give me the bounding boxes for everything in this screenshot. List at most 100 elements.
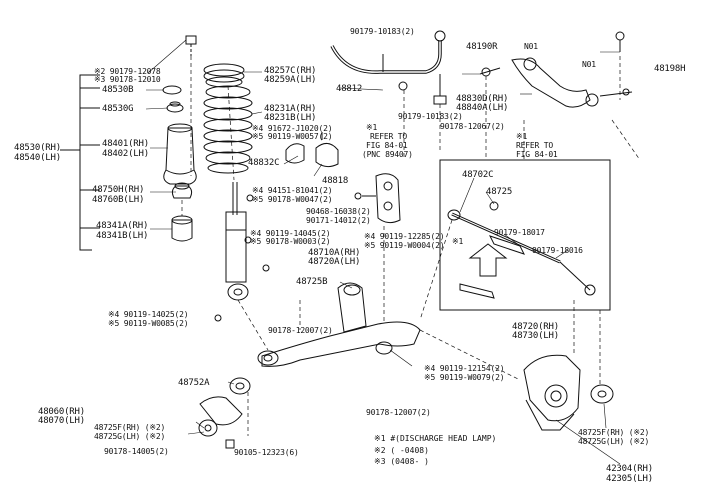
label-48725b: 48725B [296, 277, 328, 287]
callout-90119-14045: ※4 90119-14045(2) [250, 229, 331, 238]
label-90119-w0079: 90119-W0079(2) [439, 373, 505, 382]
note-mark-2: ※2 [94, 67, 106, 76]
callout-90119-w0057: ※5 90119-W0057(2) [252, 132, 333, 141]
stabilizer-bracket-part [285, 132, 339, 168]
dust-boot-part [163, 123, 197, 185]
label-48832c: 48832C [248, 158, 280, 168]
label-48725: 48725 [486, 187, 513, 197]
label-90179-12078: 90179-12078 [109, 67, 161, 76]
label-48840a-lh: 48840A(LH) [456, 103, 509, 113]
refer-to-1: REFER TO [370, 132, 407, 141]
note-mark-3: ※3 [94, 75, 106, 84]
view-arrow-part [459, 243, 508, 299]
fig-84-01-a: FIG 84-01 [366, 141, 408, 150]
label-90119-12154: 90119-12154(2) [439, 364, 505, 373]
coil-spring-part [203, 85, 253, 174]
label-90178-14005: 90178-14005(2) [104, 447, 169, 456]
center-bracket-part [354, 173, 401, 224]
callout-90119-14025: ※4 90119-14025(2) [108, 310, 189, 319]
label-90119-w0085: 90119-W0085(2) [123, 319, 189, 328]
callout-90178-12010: ※3 90178-12010 [94, 75, 161, 84]
label-90178-w0047: 90178-W0047(2) [267, 195, 333, 204]
label-48231b-lh: 48231B(LH) [264, 113, 317, 123]
label-90179-10183-mid: 90179-10183(2) [398, 112, 463, 121]
label-90119-14045: 90119-14045(2) [265, 229, 331, 238]
legend-mark-3: ※3 [374, 457, 386, 466]
legend-mark-2: ※2 [374, 446, 386, 455]
label-48190r: 48190R [466, 42, 498, 52]
label-48730-lh: 48730(LH) [512, 331, 559, 341]
shock-absorber-part [225, 182, 249, 301]
callout-91672-j1020: ※4 91672-J1020(2) [252, 124, 333, 133]
legend-text-3: (0408- ) [390, 457, 429, 466]
label-48530g: 48530G [102, 104, 134, 114]
callout-48725g-lh: 48725G(LH) (※2) [94, 432, 166, 441]
fig-84-01-b: FIG 84-01 [516, 150, 558, 159]
callout-90119-w0004: ※5 90119-W0004(2) [364, 241, 445, 250]
label-48710a-rh: 48710A(RH) [308, 248, 361, 258]
pnc-89407: (PNC 89407) [362, 150, 413, 159]
label-48725f-rh: 48725F(RH) [94, 423, 141, 432]
legend-text-1: #(DISCHARGE HEAD LAMP) [390, 434, 497, 443]
bump-stopper-part [171, 182, 193, 199]
label-48341a-rh: 48341A(RH) [96, 221, 149, 231]
label-48060-rh: 48060(RH) [38, 407, 85, 417]
label-48259a-lh: 48259A(LH) [264, 75, 317, 85]
label-48720a-lh: 48720A(LH) [308, 257, 361, 267]
label-48812: 48812 [336, 84, 363, 94]
knuckle-bushing-part [590, 384, 614, 404]
refer-note-1: ※1 [366, 123, 378, 132]
upper-mount-part [203, 63, 245, 88]
label-48725f-rh2: 48725F(RH) [578, 428, 625, 437]
label-90179-18016: 90179-18016 [532, 246, 583, 255]
label-94151-81041: 94151-81041(2) [267, 186, 333, 195]
lower-insulator-part [171, 215, 193, 242]
callout-90179-12078: ※2 90179-12078 [94, 67, 161, 76]
label-42305-lh: 42305(LH) [606, 474, 653, 484]
label-48752a: 48752A [178, 378, 210, 388]
bracket-nuts [214, 194, 270, 322]
label-48341b-lh: 48341B(LH) [96, 231, 149, 241]
label-90119-w0004: 90119-W0004(2) [379, 241, 445, 250]
label-48401-rh: 48401(RH) [102, 139, 149, 149]
lower-arm-bushing-part [198, 377, 251, 449]
callout-90119-12285: ※4 90119-12285(2) [364, 232, 445, 241]
legend-row-3: ※3 (0408- ) [374, 457, 429, 466]
label-90171-14012: 90171-14012(2) [306, 216, 371, 225]
stabilizer-link-part [382, 54, 408, 91]
legend-mark-1: ※1 [374, 434, 386, 443]
label-n01-a: N01 [524, 42, 538, 51]
label-48760b-lh: 48760B(LH) [92, 195, 145, 205]
label-90178-12007-b: 90178-12007(2) [366, 408, 431, 417]
label-91672-j1020: 91672-J1020(2) [267, 124, 333, 133]
label-90119-12285: 90119-12285(2) [379, 232, 445, 241]
label-48070-lh: 48070(LH) [38, 416, 85, 426]
label-n01-b: N01 [582, 60, 596, 69]
label-90119-w0057: 90119-W0057(2) [267, 132, 333, 141]
label-48257c-rh: 48257C(RH) [264, 66, 317, 76]
callout-48725f-rh2: 48725F(RH) (※2) [578, 428, 650, 437]
legend-row-2: ※2 ( -0408) [374, 446, 429, 455]
label-48530-rh: 48530(RH) [14, 143, 61, 153]
callout-90119-w0085: ※5 90119-W0085(2) [108, 319, 189, 328]
callout-48725g-lh2: 48725G(LH) (※2) [578, 437, 650, 446]
label-48830d-rh: 48830D(RH) [456, 94, 509, 104]
label-48231a-rh: 48231A(RH) [264, 104, 317, 114]
label-90178-12007-a: 90178-12007(2) [268, 326, 333, 335]
lower-control-arm-part [257, 282, 421, 367]
refer-note-2: ※1 [516, 132, 528, 141]
label-48720-rh: 48720(RH) [512, 322, 559, 332]
callout-94151-81041: ※4 94151-81041(2) [252, 186, 333, 195]
box-note-mark: ※1 [452, 237, 464, 246]
label-90468-16038: 90468-16038(2) [306, 207, 371, 216]
label-90178-12010: 90178-12010 [109, 75, 161, 84]
label-90178-12067: 90178-12067(2) [440, 122, 505, 131]
legend-row-1: ※1 #(DISCHARGE HEAD LAMP) [374, 434, 496, 443]
label-48402-lh: 48402(LH) [102, 149, 149, 159]
label-42304-rh: 42304(RH) [606, 464, 653, 474]
refer-to-2: REFER TO [516, 141, 553, 150]
label-90179-18017: 90179-18017 [494, 228, 545, 237]
axle-knuckle-part [523, 354, 581, 431]
callout-90178-w0047: ※5 90178-W0047(2) [252, 195, 333, 204]
